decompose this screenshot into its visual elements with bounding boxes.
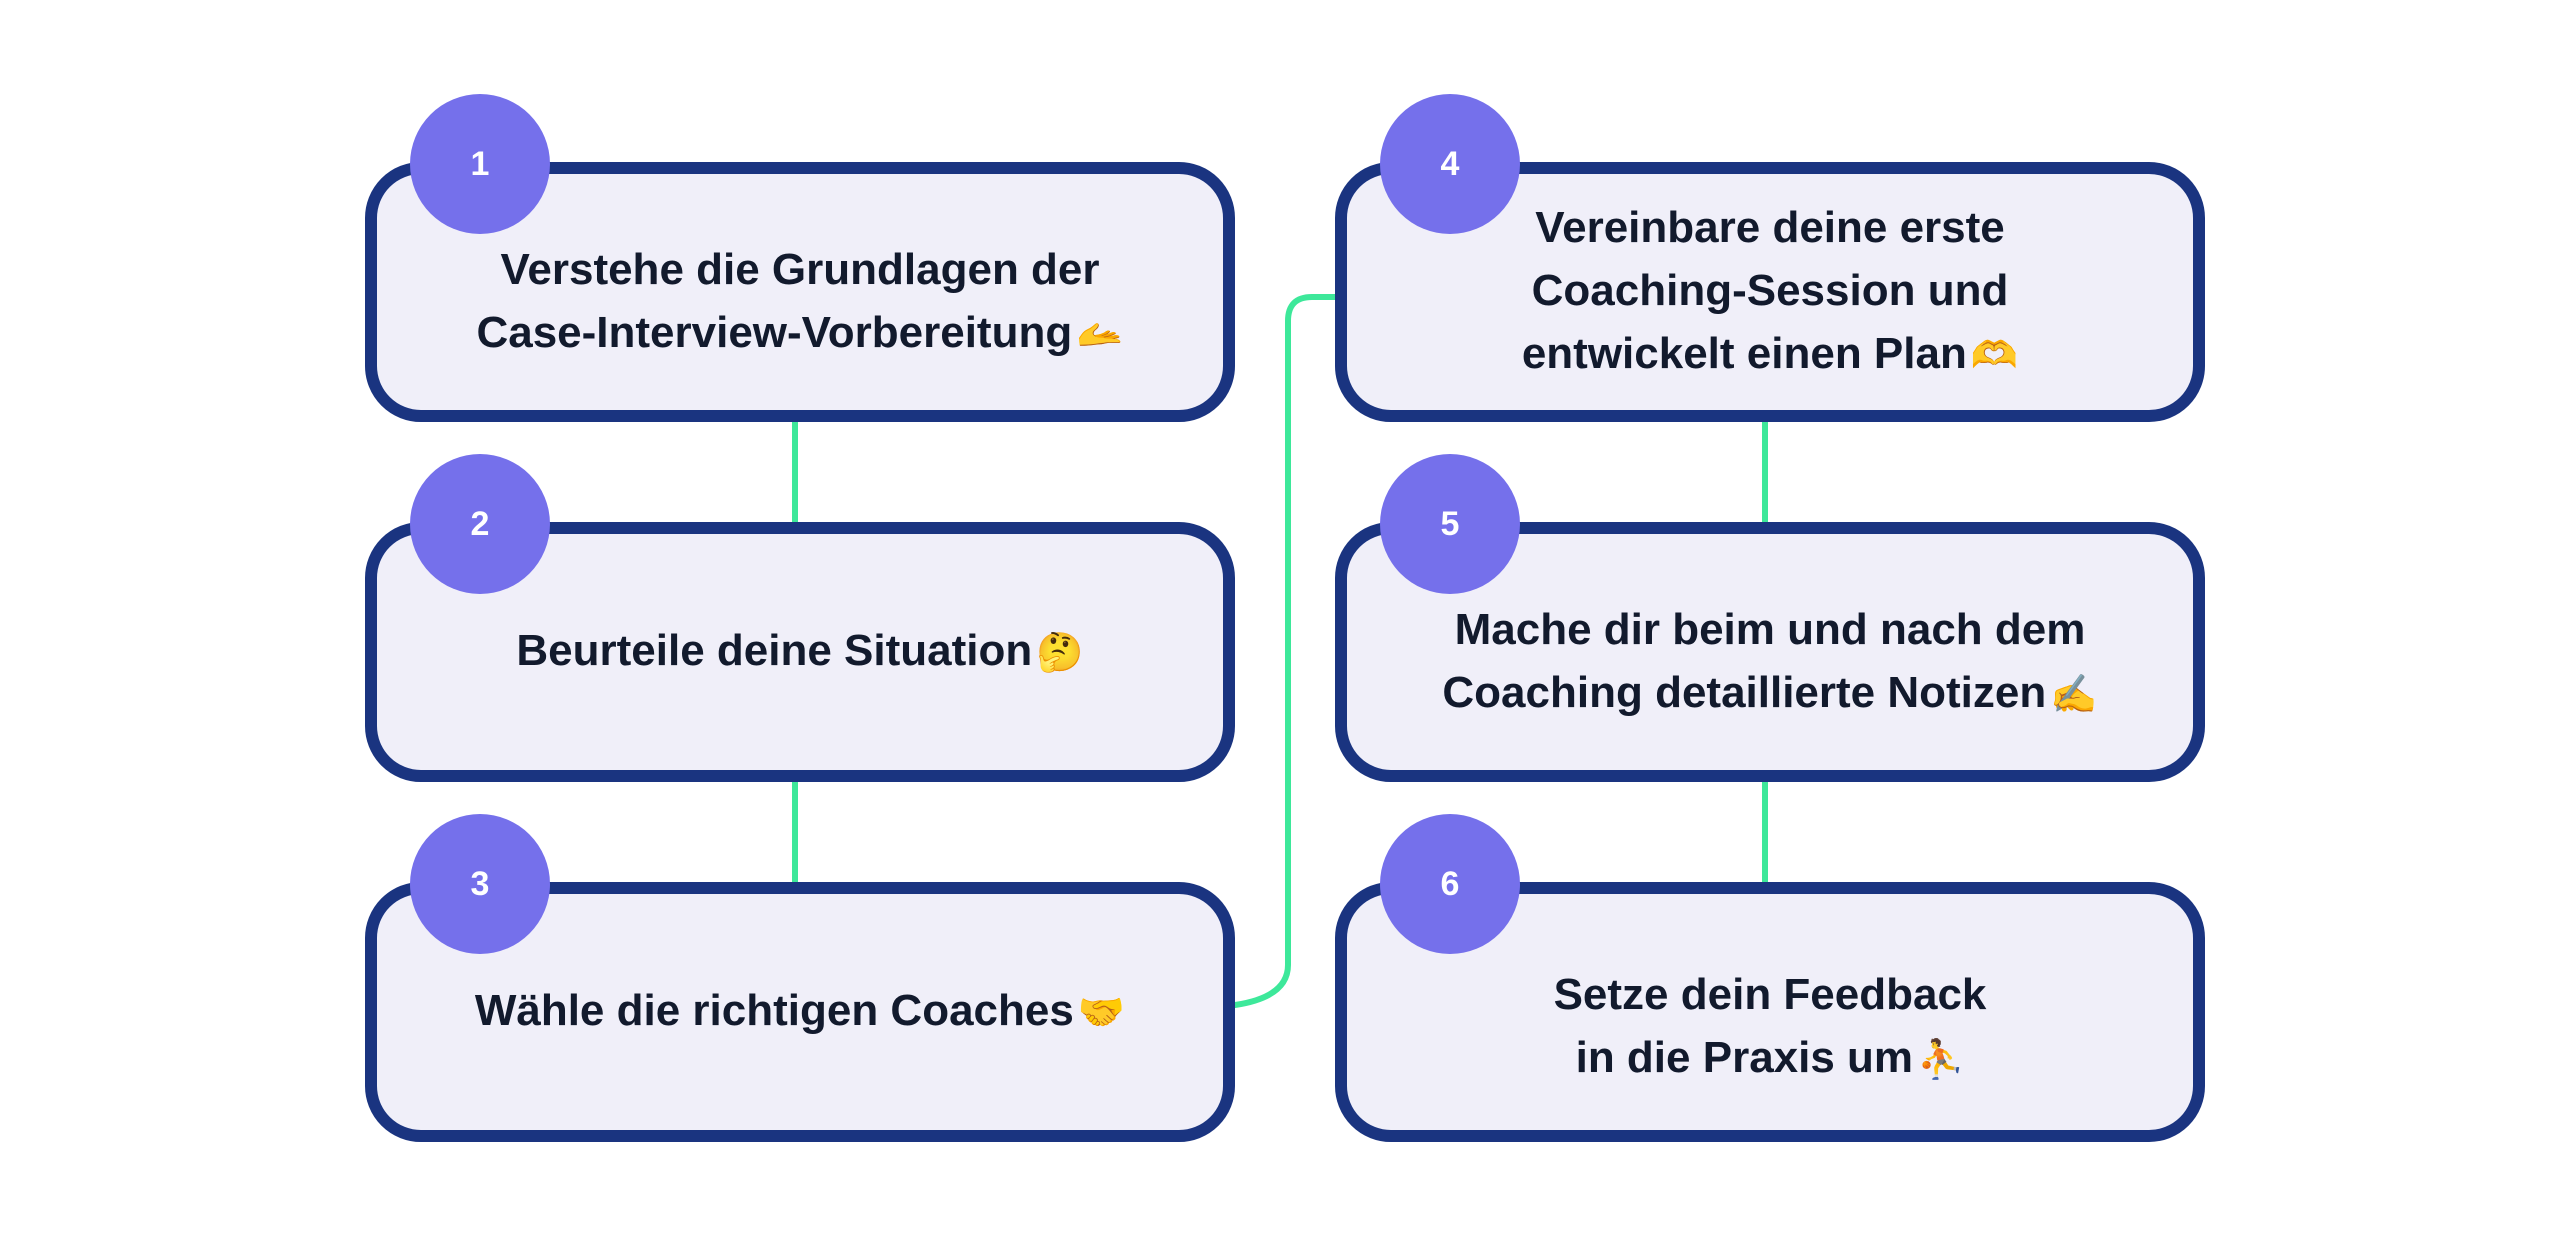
step-text: Beurteile deine Situation🤔 xyxy=(476,619,1123,685)
thinking-face-icon: 🤔 xyxy=(1036,632,1084,674)
step-line: Beurteile deine Situation🤔 xyxy=(516,619,1083,685)
step-line-text: Beurteile deine Situation xyxy=(516,626,1033,675)
step-line: Verstehe die Grundlagen der xyxy=(476,238,1123,301)
step-line: Coaching detaillierte Notizen✍️ xyxy=(1442,661,2097,727)
writing-hand-icon: ✍️ xyxy=(2050,673,2098,716)
step-line-text: Setze dein Feedback xyxy=(1553,969,1987,1019)
step-line: entwickelt einen Plan🫶 xyxy=(1522,322,2018,388)
step-number-badge: 4 xyxy=(1380,94,1520,234)
heart-hands-icon: 🫶 xyxy=(1970,335,2019,377)
step-line: Case-Interview-Vorbereitung🫴 xyxy=(476,301,1123,367)
handshake-icon: 🤝 xyxy=(1077,992,1126,1034)
step-line: Coaching-Session und xyxy=(1522,259,2018,322)
step-line-text: Coaching detaillierte Notizen xyxy=(1442,667,2047,717)
step-number-badge: 5 xyxy=(1380,454,1520,594)
step-text: Setze dein Feedback in die Praxis um⛹️ xyxy=(1514,963,2027,1092)
step-number-badge: 3 xyxy=(410,814,550,954)
step-line-text: entwickelt einen Plan xyxy=(1521,329,1967,378)
person-bouncing-ball-icon: ⛹️ xyxy=(1917,1038,1965,1081)
step-line-text: Case-Interview-Vorbereitung xyxy=(476,307,1073,357)
step-number-badge: 2 xyxy=(410,454,550,594)
step-line: Mache dir beim und nach dem xyxy=(1442,598,2097,661)
step-line-text: Vereinbare deine erste xyxy=(1535,203,2005,252)
step-line-text: Mache dir beim und nach dem xyxy=(1454,604,2086,654)
palm-up-hand-icon: 🫴 xyxy=(1076,313,1124,356)
step-line: Vereinbare deine erste xyxy=(1522,196,2018,259)
step-line-text: Wähle die richtigen Coaches xyxy=(474,986,1074,1035)
step-line: Wähle die richtigen Coaches🤝 xyxy=(475,979,1125,1045)
connector-3-4 xyxy=(1232,294,1338,1008)
step-number-badge: 6 xyxy=(1380,814,1520,954)
step-line-text: in die Praxis um xyxy=(1575,1032,1914,1082)
step-line-text: Verstehe die Grundlagen der xyxy=(500,244,1100,294)
step-line-text: Coaching-Session und xyxy=(1531,266,2009,315)
step-line: in die Praxis um⛹️ xyxy=(1554,1026,1987,1092)
step-card-3: Wähle die richtigen Coaches🤝 xyxy=(365,882,1235,1142)
step-line: Setze dein Feedback xyxy=(1554,963,1987,1026)
step-text: Wähle die richtigen Coaches🤝 xyxy=(435,979,1165,1045)
step-number-badge: 1 xyxy=(410,94,550,234)
